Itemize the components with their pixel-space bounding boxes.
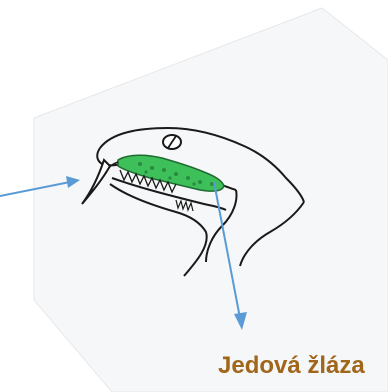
lower-jaw-outline bbox=[110, 184, 207, 276]
neck-outline bbox=[240, 202, 304, 266]
venom-gland-label: Jedová žláza bbox=[218, 352, 365, 380]
lower-teeth bbox=[176, 200, 193, 211]
throat-outline bbox=[206, 190, 236, 262]
fang-arrow bbox=[0, 176, 80, 196]
fang bbox=[82, 160, 110, 204]
gland-arrow bbox=[214, 182, 247, 330]
